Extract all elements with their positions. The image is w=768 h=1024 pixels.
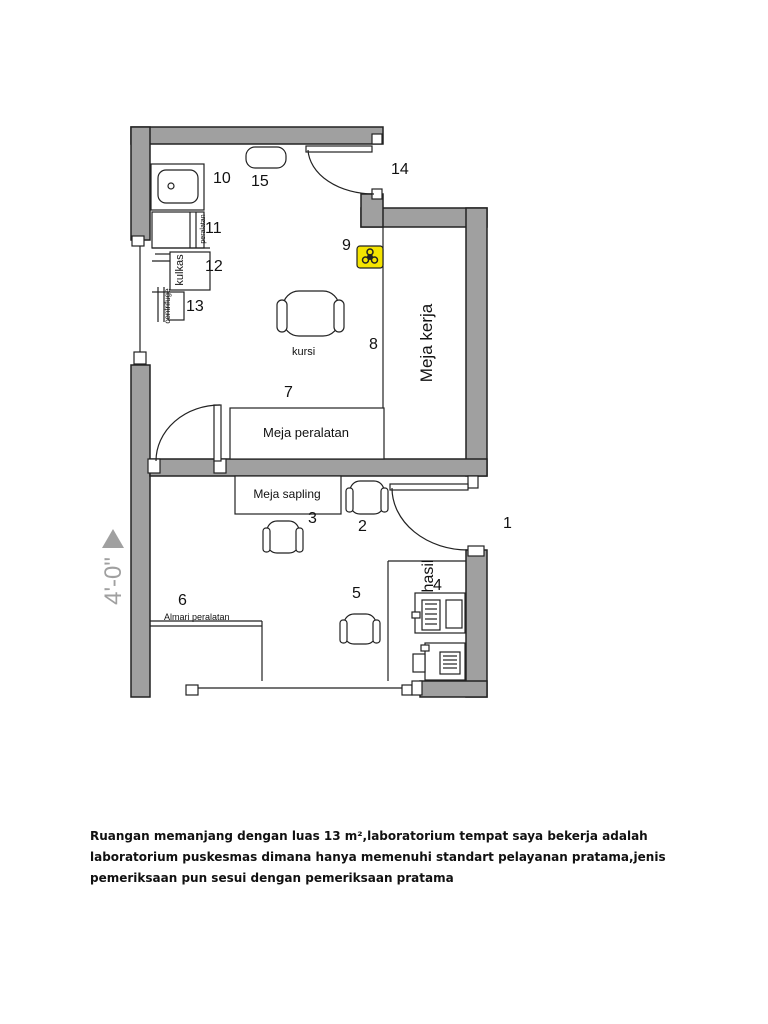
almari-peralatan [150, 620, 263, 681]
label-number-8: 8 [369, 336, 378, 353]
wall-left-upper [130, 126, 151, 241]
biohazard-sign-icon [356, 245, 384, 269]
wall-middle [149, 458, 488, 477]
label-number-7: 7 [284, 384, 293, 401]
label-number-4: 4 [433, 577, 442, 594]
sink-drain-icon [167, 182, 175, 190]
meja-sapling [234, 475, 342, 515]
hasil-counter [387, 560, 466, 681]
label-number-6: 6 [178, 592, 187, 609]
label-number-12: 12 [205, 258, 223, 275]
chair-5 [339, 613, 381, 645]
door-panel-right [389, 483, 469, 491]
door-panel-left [213, 404, 222, 462]
label-centrifuge: centrifuge [163, 288, 172, 324]
floor-plan: 4'-0" 1 2 3 4 5 6 7 8 9 10 11 12 13 14 1… [100, 126, 512, 698]
chair-2 [345, 480, 389, 515]
wall-right-lower [465, 549, 488, 698]
label-kursi: kursi [292, 346, 315, 358]
walls [130, 126, 488, 698]
label-number-1: 1 [503, 515, 512, 532]
chair-kursi [276, 290, 345, 337]
label-number-9: 9 [342, 237, 351, 254]
wall-bottom-right [419, 680, 488, 698]
room-labels: kursi Meja kerja Meja peralatan Meja sap… [163, 214, 437, 622]
label-number-3: 3 [308, 510, 317, 527]
label-number-2: 2 [358, 518, 367, 535]
shelf-peralatan [151, 211, 205, 249]
meja-peralatan [229, 407, 385, 460]
label-hasil: hasil [420, 560, 437, 593]
wall-top [130, 126, 384, 145]
door-swing-left [155, 404, 221, 462]
stool-15 [245, 146, 287, 169]
scale-label: 4'-0" [100, 557, 127, 605]
scale-indicator: 4'-0" [100, 529, 127, 605]
scale-arrow-icon [102, 529, 124, 548]
label-number-14: 14 [391, 161, 409, 178]
label-number-13: 13 [186, 298, 204, 315]
label-number-5: 5 [352, 585, 361, 602]
furniture [150, 146, 466, 681]
door-swing-top [307, 149, 375, 195]
label-meja-peralatan: Meja peralatan [263, 425, 349, 440]
sink-basin [157, 169, 199, 204]
door-swing-right [391, 487, 469, 551]
label-meja-sapling: Meja sapling [253, 487, 320, 501]
label-kulkas: kulkas [174, 254, 186, 286]
label-number-10: 10 [213, 170, 231, 187]
number-labels: 1 2 3 4 5 6 7 8 9 10 11 12 13 14 15 [178, 161, 512, 609]
centrifuge-table [167, 291, 185, 321]
fridge-kulkas [169, 251, 211, 291]
label-number-15: 15 [251, 173, 269, 190]
label-peralatan-small: peralatan [200, 214, 207, 243]
wall-left-lower [130, 364, 151, 698]
label-almari: Almari peralatan [164, 612, 230, 622]
wall-right-upper [465, 207, 488, 477]
label-meja-kerja: Meja kerja [417, 303, 436, 382]
door-jambs [131, 133, 485, 696]
doors [139, 145, 469, 689]
door-panel-top [305, 145, 373, 153]
caption-text: Ruangan memanjang dengan luas 13 m²,labo… [90, 829, 666, 885]
chair-3 [262, 520, 304, 554]
label-number-11: 11 [205, 220, 222, 237]
